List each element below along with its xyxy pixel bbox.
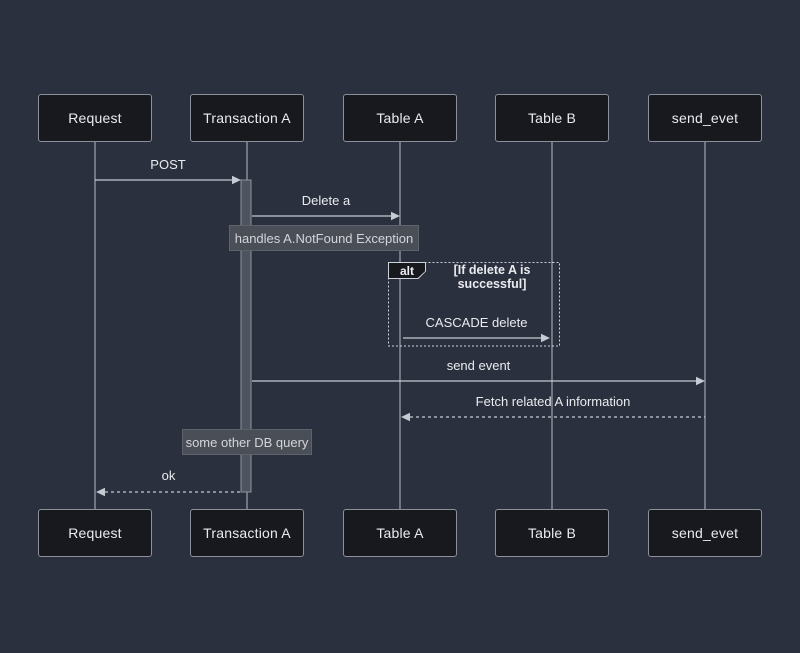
message-label-delete-a: Delete a	[301, 193, 351, 208]
actor-label: Request	[68, 110, 122, 126]
message-label-fetch-related: Fetch related A information	[475, 394, 631, 409]
note-some-other-db-query: some other DB query	[182, 429, 312, 455]
arrowhead-fetch-related	[401, 412, 410, 422]
actor-label: Table A	[376, 525, 424, 541]
actor-label: Table B	[527, 110, 577, 126]
alt-frame-condition: [If delete A is successful]	[453, 263, 531, 291]
actor-box-table-a-bottom: Table A	[343, 509, 457, 557]
message-label-post: POST	[150, 157, 186, 172]
arrowhead-post	[232, 175, 241, 185]
message-label-ok: ok	[161, 468, 176, 483]
arrowhead-cascade-delete	[541, 333, 550, 343]
arrowhead-send-event	[696, 376, 705, 386]
actor-box-transaction-a-top: Transaction A	[190, 94, 304, 142]
arrowhead-delete-a	[391, 211, 400, 221]
actor-box-send-evet-bottom: send_evet	[648, 509, 762, 557]
arrowhead-ok	[96, 487, 105, 497]
actor-box-request-bottom: Request	[38, 509, 152, 557]
actor-box-table-b-top: Table B	[495, 94, 609, 142]
actor-box-request-top: Request	[38, 94, 152, 142]
actor-box-table-a-top: Table A	[343, 94, 457, 142]
alt-frame-border	[388, 262, 560, 347]
actor-label: Table A	[376, 110, 424, 126]
actor-box-transaction-a-bottom: Transaction A	[190, 509, 304, 557]
actor-label: send_evet	[671, 525, 739, 541]
actor-box-table-b-bottom: Table B	[495, 509, 609, 557]
note-handles-exception: handles A.NotFound Exception	[229, 225, 419, 251]
message-label-send-event: send event	[446, 358, 511, 373]
message-arrows	[95, 175, 705, 497]
alt-frame-label-text: alt	[389, 263, 425, 278]
actor-label: send_evet	[671, 110, 739, 126]
actor-box-send-evet-top: send_evet	[648, 94, 762, 142]
actor-label: Request	[68, 525, 122, 541]
actor-label: Transaction A	[203, 525, 291, 541]
actor-label: Table B	[527, 525, 577, 541]
alt-frame-label: alt	[388, 262, 426, 279]
activation-bar-transaction-a	[240, 179, 252, 493]
actor-label: Transaction A	[203, 110, 291, 126]
message-label-cascade-delete: CASCADE delete	[425, 315, 528, 330]
